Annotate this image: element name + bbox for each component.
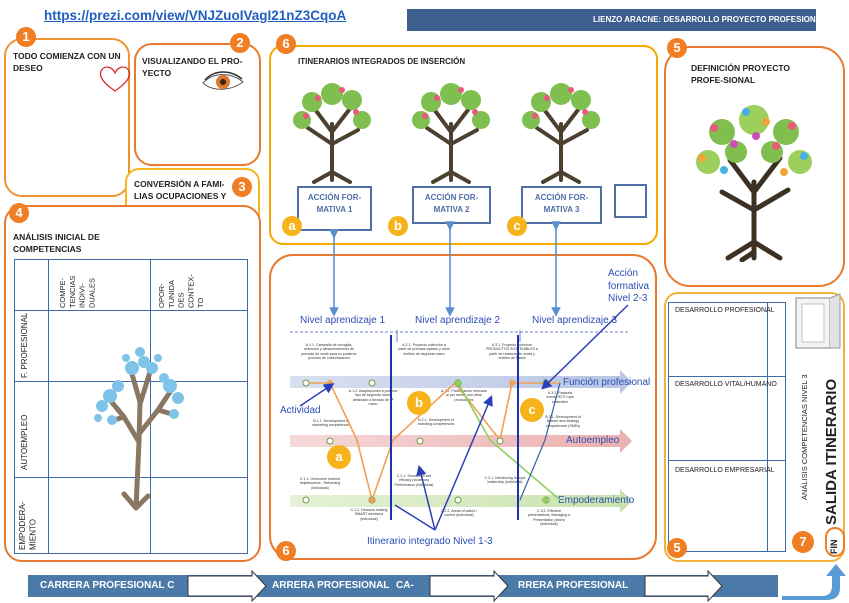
- step-number-4: 4: [9, 203, 29, 223]
- band-label-funcion: Función profesional: [563, 377, 651, 388]
- empty-action-box[interactable]: [614, 184, 647, 218]
- step-number-1: 1: [16, 27, 36, 47]
- accion-formativa-3[interactable]: ACCIÓN FOR-MATIVA 3: [521, 186, 602, 224]
- step-number-3: 3: [232, 177, 252, 197]
- prezi-link[interactable]: https://prezi.com/view/VNJZuoIVagI21nZ3C…: [44, 8, 347, 23]
- actividad-label: Actividad: [280, 405, 321, 416]
- door-icon: [795, 293, 841, 349]
- note-c22: C.2.2. Areas of action / control (indivi…: [440, 509, 478, 518]
- row-desarrollo-empresarial: DESARROLLO EMPRESARIAL: [675, 467, 775, 474]
- step-number-6-top: 6: [276, 34, 296, 54]
- eye-icon: [202, 71, 244, 90]
- step-number-6-bottom: 6: [276, 541, 296, 561]
- note-b31: B.3.1. Development of finance and strate…: [545, 415, 581, 428]
- note-c11: C.1.1. Overcome learned helplessness - R…: [299, 477, 341, 490]
- note-a21: A.2.1. Proyecto colección a partir de pr…: [398, 343, 450, 356]
- note-c21: C.2.1. Sources of self efficacy (vicario…: [394, 474, 434, 487]
- box-itinerarios-label: ITINERARIOS INTEGRADOS DE INSERCIÓN: [298, 57, 466, 66]
- row-desarrollo-vital: DESARROLLO VITAL/HUMANO: [675, 381, 777, 388]
- marker-c-top: c: [507, 216, 527, 236]
- step-number-5-bottom: 5: [667, 538, 687, 558]
- grid-line: [767, 302, 768, 552]
- box-deseo-label: TODO COMIENZA CON UN DESEO: [13, 51, 121, 74]
- band-label-empoderamiento: Empoderamiento: [558, 495, 635, 506]
- grid-line: [668, 460, 786, 461]
- level-label-3: Nivel aprendizaje 3: [532, 315, 618, 326]
- fin-badge[interactable]: [825, 527, 845, 557]
- marker-c-diagram: c: [520, 398, 544, 422]
- grid-line: [150, 259, 151, 554]
- tree-icon: [522, 83, 600, 184]
- level-label-2: Nivel aprendizaje 2: [415, 315, 501, 326]
- heart-icon: [99, 66, 131, 92]
- grid-line: [14, 310, 248, 311]
- note-a32: A.3.2. Pasarela evento BTO ropa sostenib…: [546, 391, 574, 404]
- bottom-text-2: ARRERA PROFESIONAL: [272, 580, 390, 591]
- step-number-2: 2: [230, 33, 250, 53]
- step-number-7: 7: [792, 531, 814, 553]
- header-title: LIENZO ARACNE: DESARROLLO PROYECTO PROFE…: [593, 15, 827, 24]
- desarrollo-grid: [668, 302, 786, 552]
- note-c12: C.1.2. Decision making SMART decisions (…: [350, 508, 388, 521]
- marker-a-diagram: a: [327, 445, 351, 469]
- note-a11: A.1.1. Campaña de recogida, selección y …: [301, 343, 357, 361]
- step-number-5: 5: [667, 38, 687, 58]
- note-c32: C.3.2. Effective presentations, Managing…: [527, 509, 571, 527]
- grid-line: [48, 259, 49, 554]
- band-autoempleo: [290, 435, 620, 447]
- tree-icon: [293, 83, 371, 184]
- level-label-1: Nivel aprendizaje 1: [300, 315, 386, 326]
- marker-a-top: a: [282, 216, 302, 236]
- tree-illustration: [94, 347, 184, 511]
- tree-illustration-colorful: [696, 105, 812, 262]
- bottom-text-1: CARRERA PROFESIONAL C: [40, 580, 175, 591]
- marker-b-top: b: [388, 216, 408, 236]
- note-b21: B.2.1. Development of branding competenc…: [417, 418, 455, 427]
- band-label-autoempleo: Autoempleo: [566, 435, 620, 446]
- accion-formativa-label: Acción formativa Nivel 2-3: [608, 268, 650, 304]
- header-banner: LIENZO ARACNE: DESARROLLO PROYECTO PROFE…: [407, 9, 826, 31]
- bottom-text-4: RRERA PROFESIONAL: [518, 580, 629, 591]
- box-definicion-label: DEFINICIÓN PROYECTO PROFE-SIONAL: [691, 63, 791, 86]
- note-c31: C.3.1. Introducing to topic leadership (…: [484, 476, 526, 485]
- box-visualizando-label: VISUALIZANDO EL PRO-YECTO: [142, 56, 243, 79]
- competencias-grid: [14, 259, 248, 554]
- row-desarrollo-profesional: DESARROLLO PROFESIONAL: [675, 307, 775, 314]
- bottom-text-3: CA-: [396, 580, 414, 591]
- note-a31: A.3.1. Proyecto colección PRODUCTOS SOST…: [486, 343, 538, 361]
- grid-line: [14, 477, 248, 478]
- marker-b-diagram: b: [407, 391, 431, 415]
- note-b11: B.1.1. Development of marketing competen…: [311, 419, 351, 428]
- box-analisis-label: ANÁLISIS INICIAL DE COMPETENCIAS: [13, 232, 100, 255]
- itinerario-label: Itinerario integrado Nivel 1-3: [367, 536, 493, 547]
- note-a12: A.1.2. Adaptaciones a puestos tipo de se…: [348, 389, 398, 407]
- box-deseo: [4, 38, 130, 197]
- grid-line: [668, 376, 786, 377]
- tree-icon: [412, 83, 490, 184]
- grid-line: [14, 381, 248, 382]
- box-visualizando: [134, 43, 261, 166]
